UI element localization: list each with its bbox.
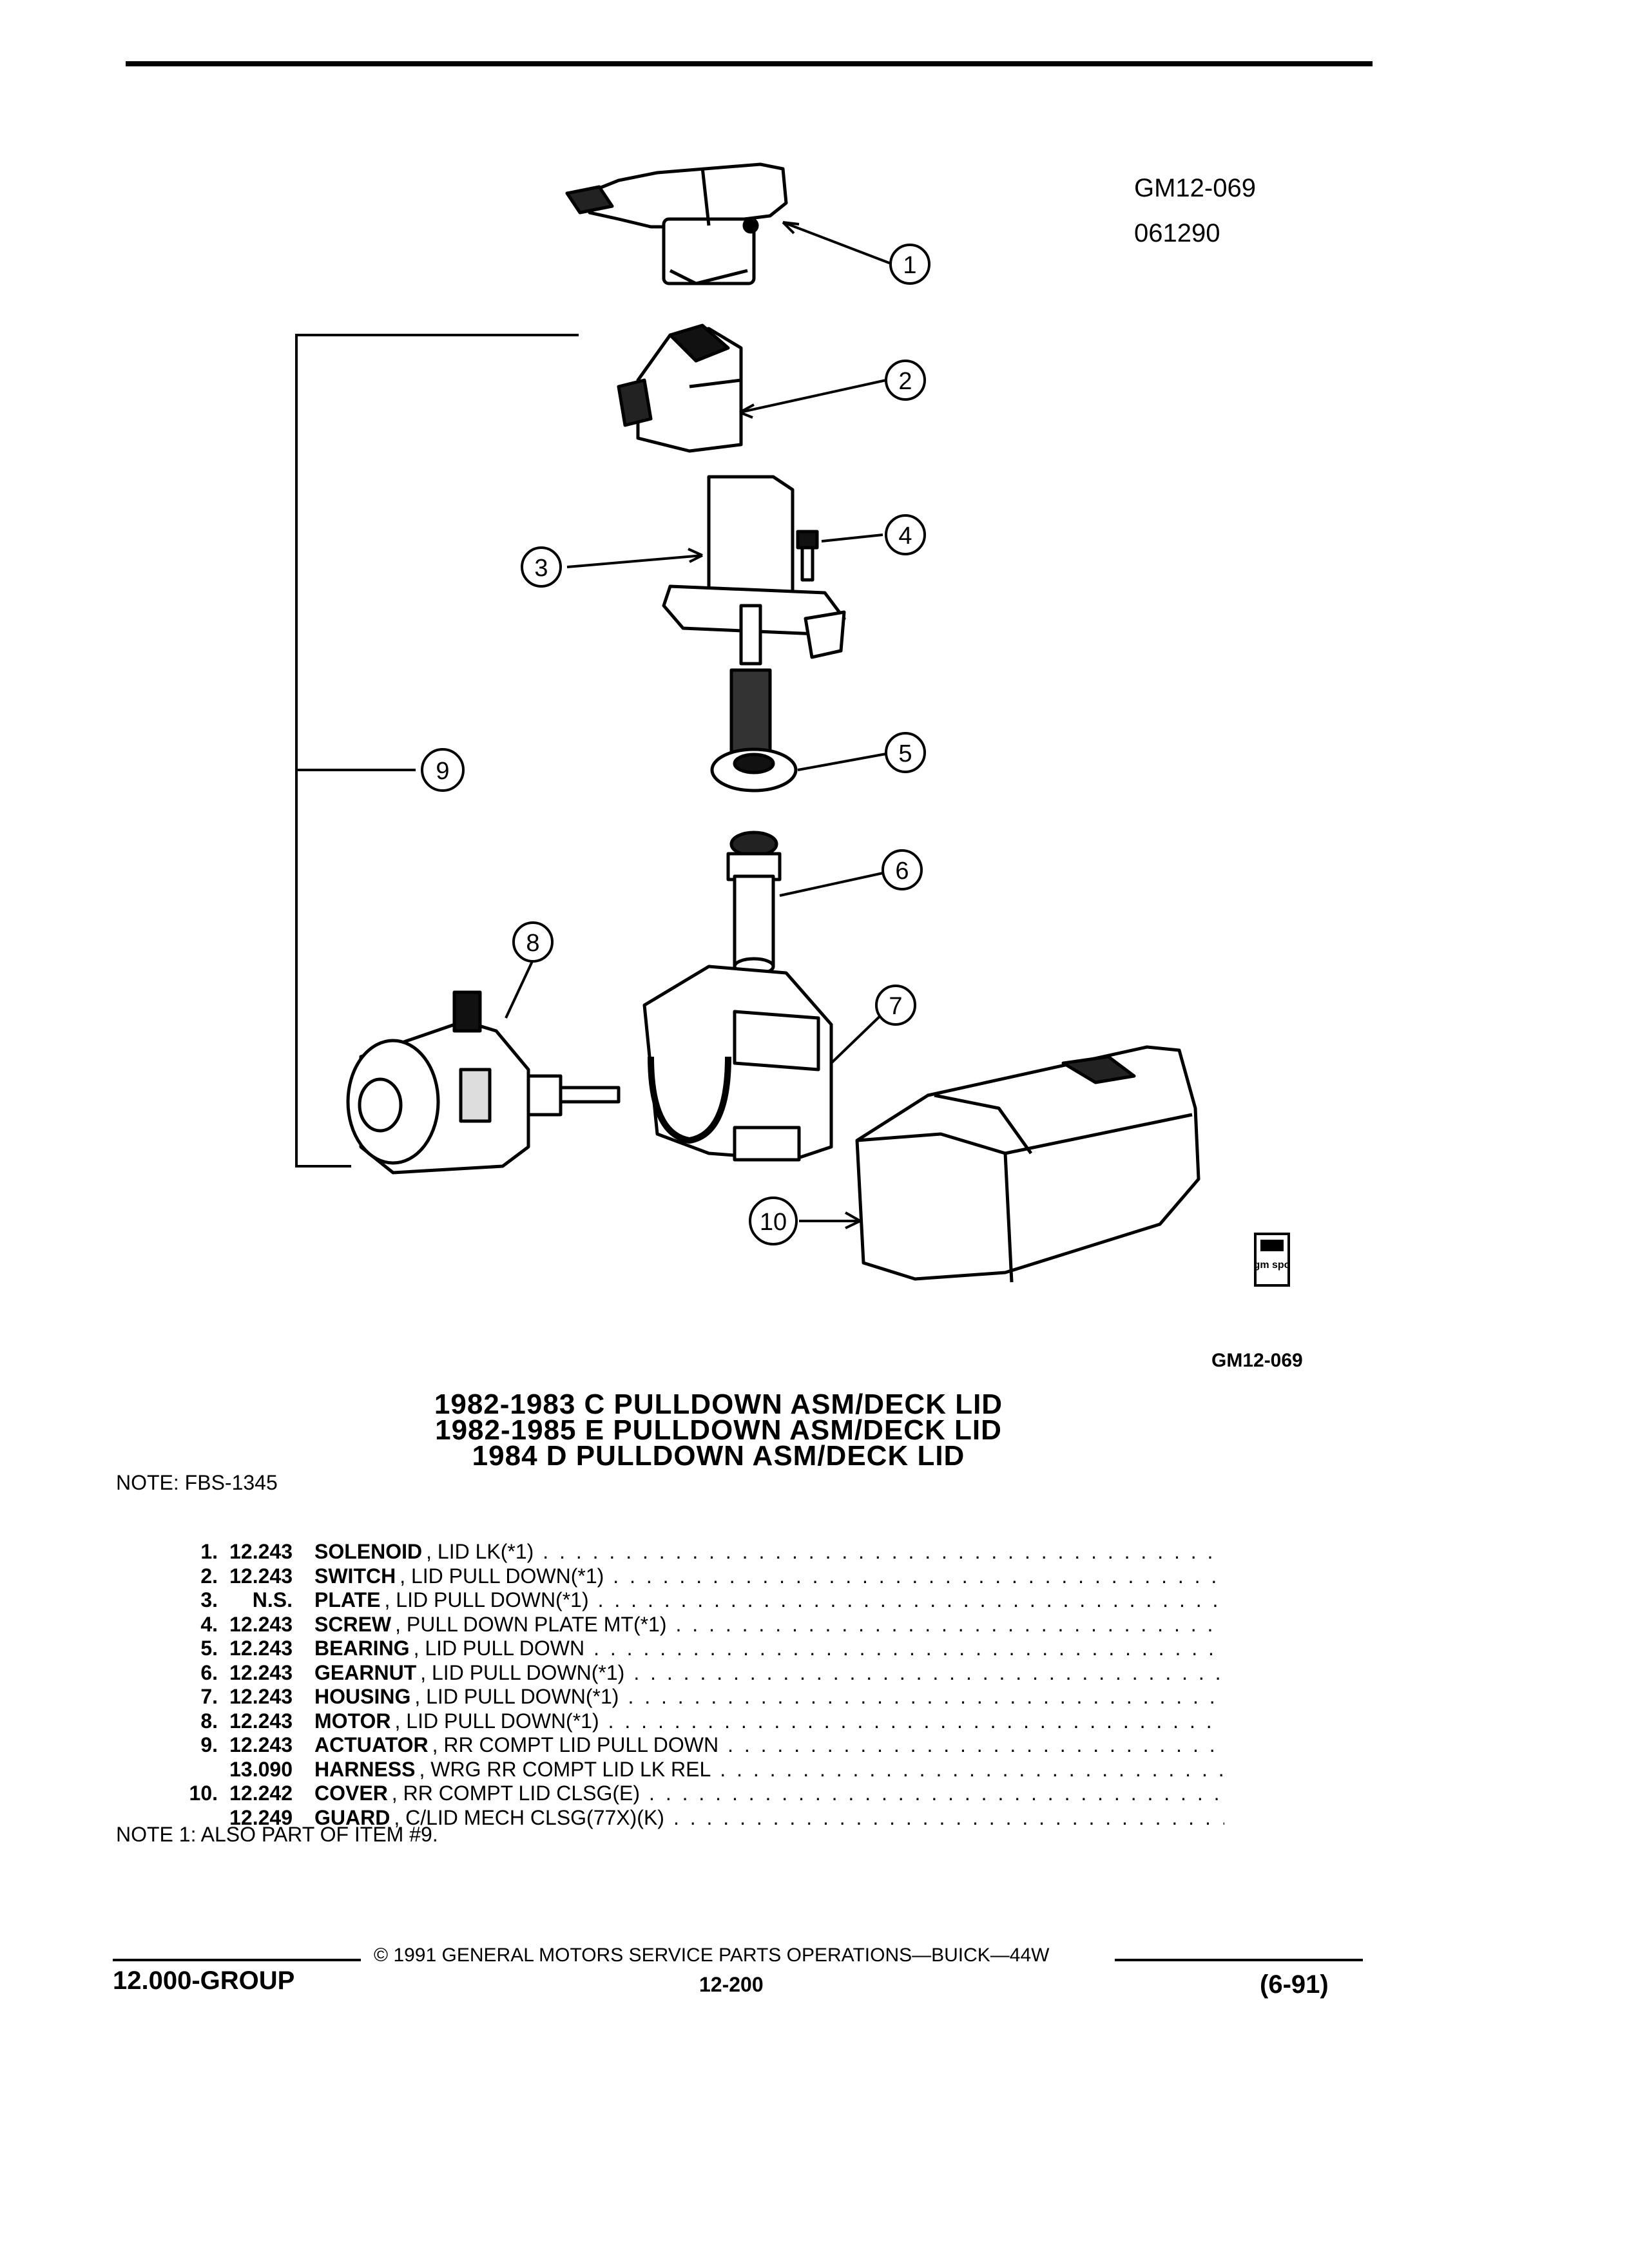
leader-dots: [604, 1564, 1224, 1588]
callout-markers: 1 2 3 4 5 6 7 8 9 10: [421, 244, 930, 1245]
svg-text:7: 7: [889, 993, 902, 1020]
figure-date: 061290: [1134, 219, 1220, 247]
part-housing: [642, 965, 833, 1162]
svg-text:gm spo: gm spo: [1254, 1260, 1291, 1271]
callout-1: 1: [889, 244, 930, 285]
leader-dots: [640, 1782, 1224, 1805]
callout-4: 4: [885, 514, 926, 555]
part-motor: [346, 990, 621, 1175]
parts-row: 3.N.S.PLATE, LID PULL DOWN(*1): [122, 1588, 1224, 1613]
callout-5: 5: [885, 732, 926, 773]
exploded-parts-diagram: 1 2 3 4 5 6 7 8 9 10 gm spo: [295, 162, 1291, 1287]
leader-dots: [711, 1758, 1224, 1782]
footer-date: (6-91): [1260, 1970, 1329, 1999]
gm-spo-stamp: gm spo: [1254, 1233, 1291, 1287]
footer-group: 12.000-GROUP: [113, 1966, 295, 1995]
footer-rule-left: [113, 1959, 361, 1961]
figure-caption-code: GM12-069: [1211, 1350, 1303, 1371]
callout-3: 3: [521, 546, 562, 588]
note-top: NOTE: FBS-1345: [116, 1471, 278, 1494]
callout-10: 10: [749, 1196, 798, 1245]
part-plate: [662, 475, 846, 769]
leader-dots: [599, 1709, 1224, 1733]
leader-dots: [584, 1637, 1224, 1660]
svg-text:1: 1: [903, 252, 916, 279]
title-line-2: 1982-1985 E PULLDOWN ASM/DECK LID: [435, 1414, 1002, 1446]
leader-dots: [664, 1806, 1224, 1830]
svg-text:4: 4: [898, 523, 912, 550]
footer-page-number: 12-200: [699, 1973, 764, 1996]
svg-text:9: 9: [436, 758, 449, 785]
top-rule: [126, 61, 1373, 66]
leader-dots: [619, 1685, 1224, 1709]
callout-9: 9: [421, 748, 465, 792]
footer-rule-right: [1115, 1959, 1363, 1961]
part-gearnut: [726, 831, 782, 976]
callout-6: 6: [882, 849, 923, 890]
page-title: 1982-1983 C PULLDOWN ASM/DECK LID 1982-1…: [361, 1389, 1076, 1472]
callout-8: 8: [512, 921, 554, 963]
svg-text:3: 3: [534, 555, 548, 582]
leader-dots: [718, 1733, 1224, 1757]
title-line-1: 1982-1983 C PULLDOWN ASM/DECK LID: [434, 1389, 1003, 1420]
part-cover: [855, 1045, 1200, 1283]
note-bottom: NOTE 1: ALSO PART OF ITEM #9.: [116, 1823, 438, 1846]
leader-lines: [505, 221, 893, 1229]
leader-dots: [667, 1613, 1225, 1637]
svg-text:6: 6: [895, 858, 909, 885]
callout-2: 2: [885, 360, 926, 401]
part-solenoid: [565, 162, 788, 285]
svg-text:8: 8: [526, 930, 539, 957]
svg-text:10: 10: [760, 1209, 787, 1236]
leader-dots: [534, 1540, 1224, 1564]
part-bearing: [710, 747, 798, 793]
title-line-3: 1984 D PULLDOWN ASM/DECK LID: [472, 1440, 965, 1472]
svg-text:5: 5: [898, 740, 912, 767]
part-screw: [796, 530, 819, 582]
leader-dots: [624, 1661, 1224, 1685]
footer-copyright: © 1991 GENERAL MOTORS SERVICE PARTS OPER…: [374, 1945, 1050, 1966]
figure-code: GM12-069: [1134, 174, 1256, 202]
svg-text:2: 2: [898, 368, 912, 395]
part-switch: [617, 323, 743, 453]
assembly-bracket: [295, 334, 579, 1168]
leader-dots: [589, 1588, 1224, 1612]
callout-7: 7: [875, 985, 916, 1026]
